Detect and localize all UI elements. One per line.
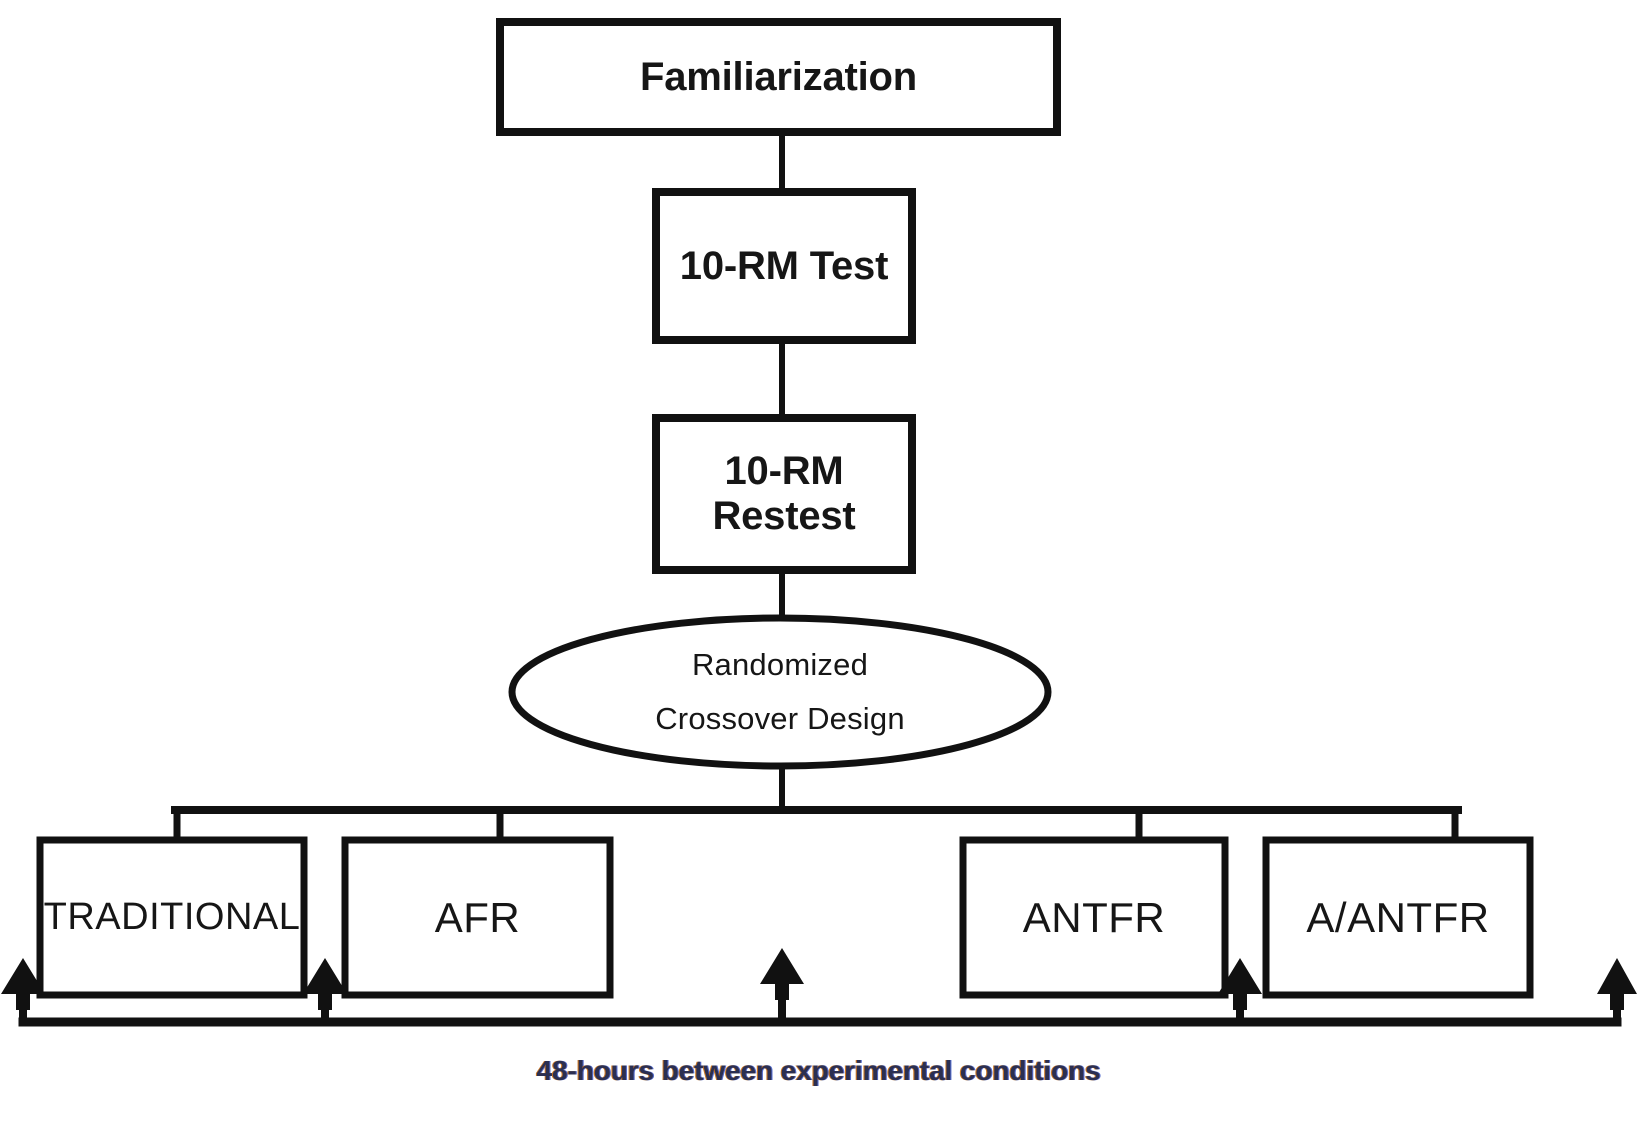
arrowhead-1 [1,958,45,1010]
rm-test-box-shape [652,188,916,344]
randomization-ellipse-shape [508,614,1052,770]
arrowhead-5 [1597,958,1637,1010]
arrowhead-4 [1218,958,1262,1010]
antfr-box-shape [959,836,1229,999]
afr-box-shape [341,836,614,999]
arrowhead-3 [760,948,804,1000]
familiarization-box-shape [496,18,1061,136]
a-antfr-box-shape [1262,836,1534,999]
washout-caption: 48-hours between experimental conditions [536,1055,1101,1086]
traditional-box-shape [36,836,308,999]
arrowhead-2 [303,958,347,1010]
rm-restest-box-shape [652,414,916,574]
